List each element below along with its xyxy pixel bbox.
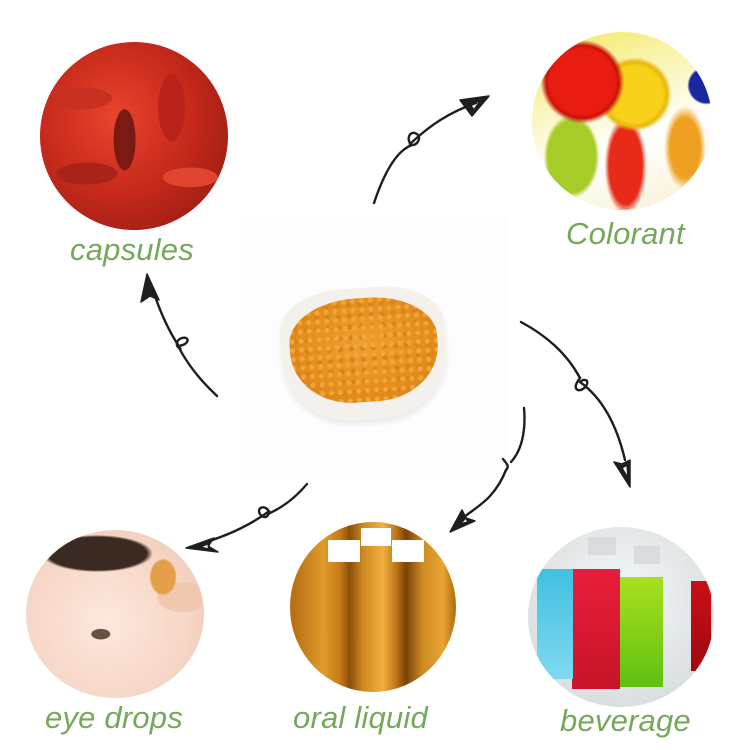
capsules-photo [40,42,228,230]
arrow-to-eye-drops [194,482,309,547]
beverage-label: beverage [560,703,691,738]
capsules-label: capsules [70,232,194,267]
eye-drops-label: eye drops [45,700,183,735]
arrow-to-beverage [519,320,627,462]
paint-pots-photo [532,32,712,210]
arrow-to-capsules [151,288,219,398]
drink-bottles-photo [528,527,714,707]
oral-liquid-label: oral liquid [293,700,428,735]
arrow-to-colorant [372,101,478,205]
arrowhead-beverage [613,459,631,488]
eye-drops-photo [26,530,204,698]
arrowhead-oral-liquid [449,509,476,533]
arrowhead-eye-drops [185,537,219,553]
amber-vials-photo [290,522,456,692]
arrowhead-colorant [459,95,490,117]
arrowhead-capsules [140,273,160,303]
colorant-label: Colorant [566,216,685,251]
